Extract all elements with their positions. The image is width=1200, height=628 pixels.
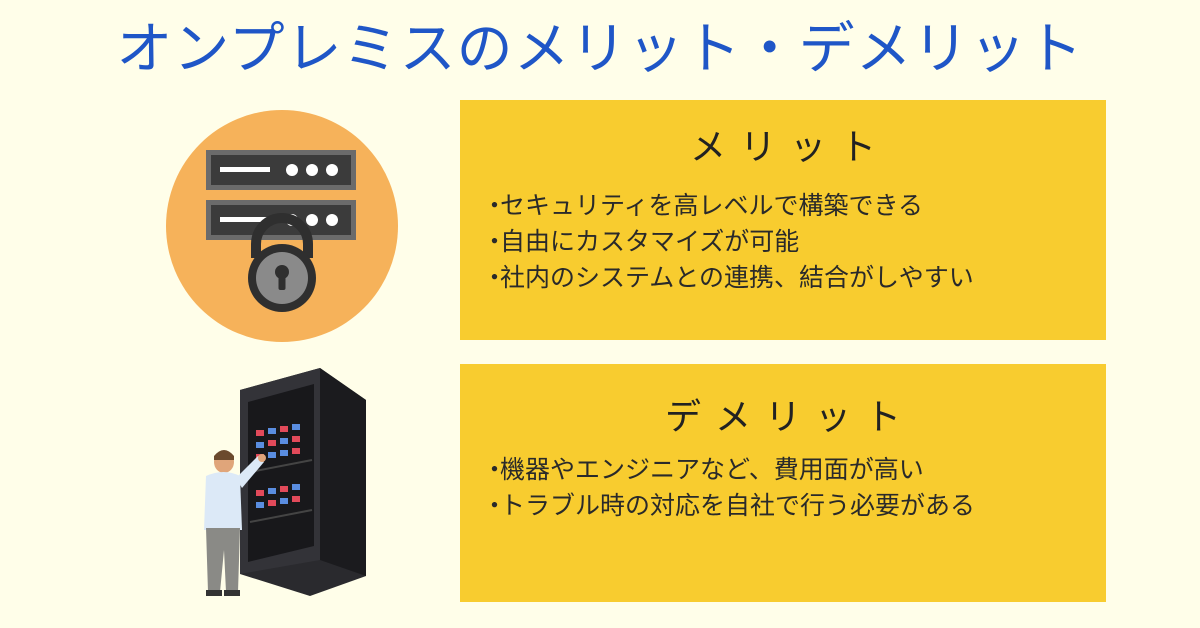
merit-list: ・セキュリティを高レベルで構築できる ・自由にカスタマイズが可能 ・社内のシステ…	[482, 188, 974, 296]
demerit-panel: デメリット ・機器やエンジニアなど、費用面が高い ・トラブル時の対応を自社で行う…	[460, 364, 1106, 602]
demerit-item-text: 機器やエンジニアなど、費用面が高い	[500, 455, 924, 484]
bullet-marker: ・	[482, 491, 508, 520]
list-item: ・社内のシステムとの連携、結合がしやすい	[482, 260, 974, 296]
merit-item-text: セキュリティを高レベルで構築できる	[500, 191, 924, 220]
merit-heading: メリット	[689, 127, 890, 168]
demerit-item-text: トラブル時の対応を自社で行う必要がある	[500, 491, 976, 520]
list-item: ・セキュリティを高レベルで構築できる	[482, 188, 974, 224]
bullet-marker: ・	[482, 455, 508, 484]
demerit-heading: デメリット	[664, 397, 915, 438]
bullet-marker: ・	[482, 227, 508, 256]
bullet-marker: ・	[482, 191, 508, 220]
demerit-list: ・機器やエンジニアなど、費用面が高い ・トラブル時の対応を自社で行う必要がある	[482, 452, 975, 524]
page-title: オンプレミスのメリット・デメリット	[116, 17, 1084, 82]
bullet-marker: ・	[482, 263, 508, 292]
list-item: ・トラブル時の対応を自社で行う必要がある	[482, 488, 975, 524]
list-item: ・自由にカスタマイズが可能	[482, 224, 974, 260]
list-item: ・機器やエンジニアなど、費用面が高い	[482, 452, 975, 488]
merit-item-text: 社内のシステムとの連携、結合がしやすい	[500, 263, 974, 292]
merit-item-text: 自由にカスタマイズが可能	[500, 227, 800, 256]
server-lock-icon	[166, 110, 398, 342]
merit-panel: メリット ・セキュリティを高レベルで構築できる ・自由にカスタマイズが可能 ・社…	[460, 100, 1106, 340]
server-rack-technician-icon	[204, 368, 366, 596]
